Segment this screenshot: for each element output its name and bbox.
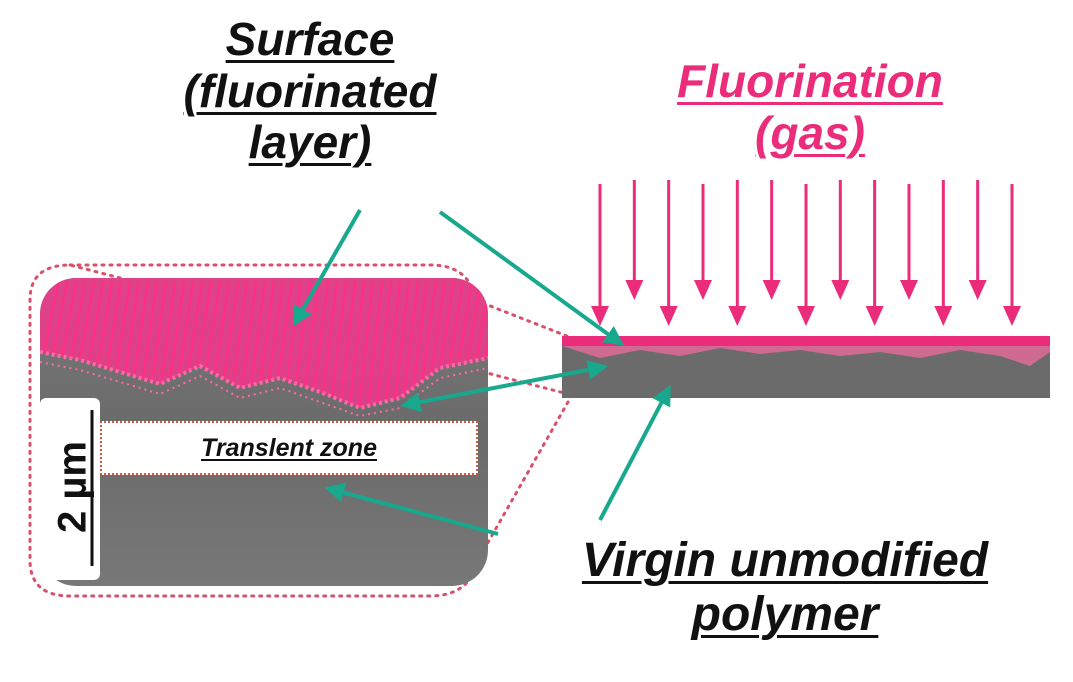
gas-arrow-head xyxy=(797,306,815,326)
pointer-arrows xyxy=(293,209,671,536)
gas-arrow-head xyxy=(659,306,678,326)
gas-arrow-head xyxy=(1003,306,1021,326)
gas-arrow-head xyxy=(591,306,609,326)
transient-zone-label: Translent zone xyxy=(201,433,377,462)
gas-arrow-head xyxy=(968,280,987,300)
arrow-transient xyxy=(400,360,608,412)
magnifier-outline xyxy=(28,263,575,598)
gas-arrow-head xyxy=(934,306,953,326)
arrow-surface-sample xyxy=(438,210,625,346)
surface-label-line-3: layer) xyxy=(248,116,372,169)
fluorination-label-line-1: Fluorination xyxy=(677,55,943,107)
virgin-label-line-1: Virgin unmodified xyxy=(581,534,989,587)
surface-label-line-1: Surface xyxy=(225,13,395,65)
sample-cross-section xyxy=(562,336,1050,398)
gas-arrows xyxy=(591,180,1021,326)
surface-label: Surface (fluorinated layer) xyxy=(110,13,510,169)
transient-zone-box: Translent zone xyxy=(100,421,478,475)
surface-label-line-2: (fluorinated xyxy=(183,64,437,117)
gas-arrow-head xyxy=(831,280,850,300)
gas-arrow-head xyxy=(900,280,918,300)
gas-arrow-head xyxy=(625,280,644,300)
scale-bar-tab xyxy=(40,398,100,580)
gas-arrow-head xyxy=(865,306,884,326)
gas-arrow-head xyxy=(762,280,781,300)
fluorinated-spikes xyxy=(42,281,488,408)
gas-arrow-head xyxy=(694,280,712,300)
gas-arrow-head xyxy=(728,306,747,326)
fluorination-label: Fluorination (gas) xyxy=(600,55,1020,159)
virgin-label-line-2: polymer xyxy=(691,587,879,641)
virgin-polymer-label: Virgin unmodified polymer xyxy=(505,534,1065,642)
arrow-surface-inset xyxy=(293,209,362,327)
scale-bar-label: 2 µm xyxy=(50,441,95,533)
fluorination-label-line-2: (gas) xyxy=(755,106,865,159)
arrow-virgin-inset xyxy=(324,482,499,536)
spike-strokes xyxy=(42,281,488,408)
arrow-virgin-sample xyxy=(598,385,671,521)
